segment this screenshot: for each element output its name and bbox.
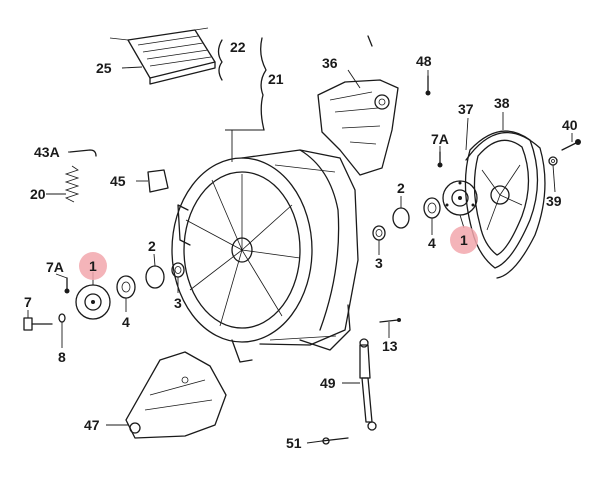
callout-7: 7 <box>24 294 32 310</box>
part-3-right-bearing <box>372 225 386 241</box>
part-36-cover <box>317 79 399 176</box>
part-47-counterweight <box>125 351 227 439</box>
callout-21: 21 <box>268 71 284 87</box>
callout-51: 51 <box>286 435 302 451</box>
part-37-belt <box>465 131 546 279</box>
part-40-bolt <box>561 139 581 151</box>
part-20-spring <box>64 165 80 203</box>
part-48-screw <box>425 75 431 96</box>
highlight-marker-right <box>450 226 478 254</box>
part-38-pulley <box>464 130 539 269</box>
part-25-grille <box>109 27 216 85</box>
drum-tub <box>171 149 359 363</box>
callout-25: 25 <box>96 60 112 76</box>
callout-3-right: 3 <box>375 255 383 271</box>
part-4-left-seal <box>116 275 136 299</box>
callout-7A-top: 7A <box>431 131 449 147</box>
callout-2-left: 2 <box>148 238 156 254</box>
callout-47: 47 <box>84 417 100 433</box>
part-1-right-flange <box>442 180 478 216</box>
callout-45: 45 <box>110 173 126 189</box>
callout-13: 13 <box>382 338 398 354</box>
part-49-shock-absorber <box>359 338 377 431</box>
callout-7A-left: 7A <box>46 259 64 275</box>
callout-8: 8 <box>58 349 66 365</box>
callout-4-left: 4 <box>122 314 130 330</box>
callout-40: 40 <box>562 117 578 133</box>
part-51-pin <box>321 437 349 445</box>
callout-36: 36 <box>322 55 338 71</box>
part-7A-top-screw <box>437 151 443 168</box>
part-13-screw <box>379 318 401 323</box>
callout-1-right: 1 <box>460 232 468 248</box>
part-7A-left-screw <box>64 277 70 294</box>
part-39-washer <box>548 156 558 166</box>
part-4-right-seal <box>423 197 441 219</box>
callout-2-right: 2 <box>397 180 405 196</box>
part-7-bolt <box>23 317 53 331</box>
part-8-washer <box>58 313 66 323</box>
callout-20: 20 <box>30 186 46 202</box>
callout-38: 38 <box>494 95 510 111</box>
highlight-marker-left <box>79 252 107 280</box>
part-22-bracket <box>217 39 223 81</box>
callout-22: 22 <box>230 39 246 55</box>
part-21-wire <box>260 37 267 131</box>
part-45-block <box>147 169 169 193</box>
part-43A-hook <box>69 149 97 157</box>
callout-48: 48 <box>416 53 432 69</box>
callout-37: 37 <box>458 101 474 117</box>
part-2-right-oring <box>392 207 410 229</box>
callout-4-right: 4 <box>428 235 436 251</box>
callout-3-left: 3 <box>174 295 182 311</box>
callout-49: 49 <box>320 375 336 391</box>
callout-1-left: 1 <box>89 258 97 274</box>
callout-43A: 43A <box>34 144 60 160</box>
part-2-left-oring <box>145 265 165 289</box>
part-1-left-flange <box>75 284 111 320</box>
callout-39: 39 <box>546 193 562 209</box>
screw-top <box>367 35 373 47</box>
